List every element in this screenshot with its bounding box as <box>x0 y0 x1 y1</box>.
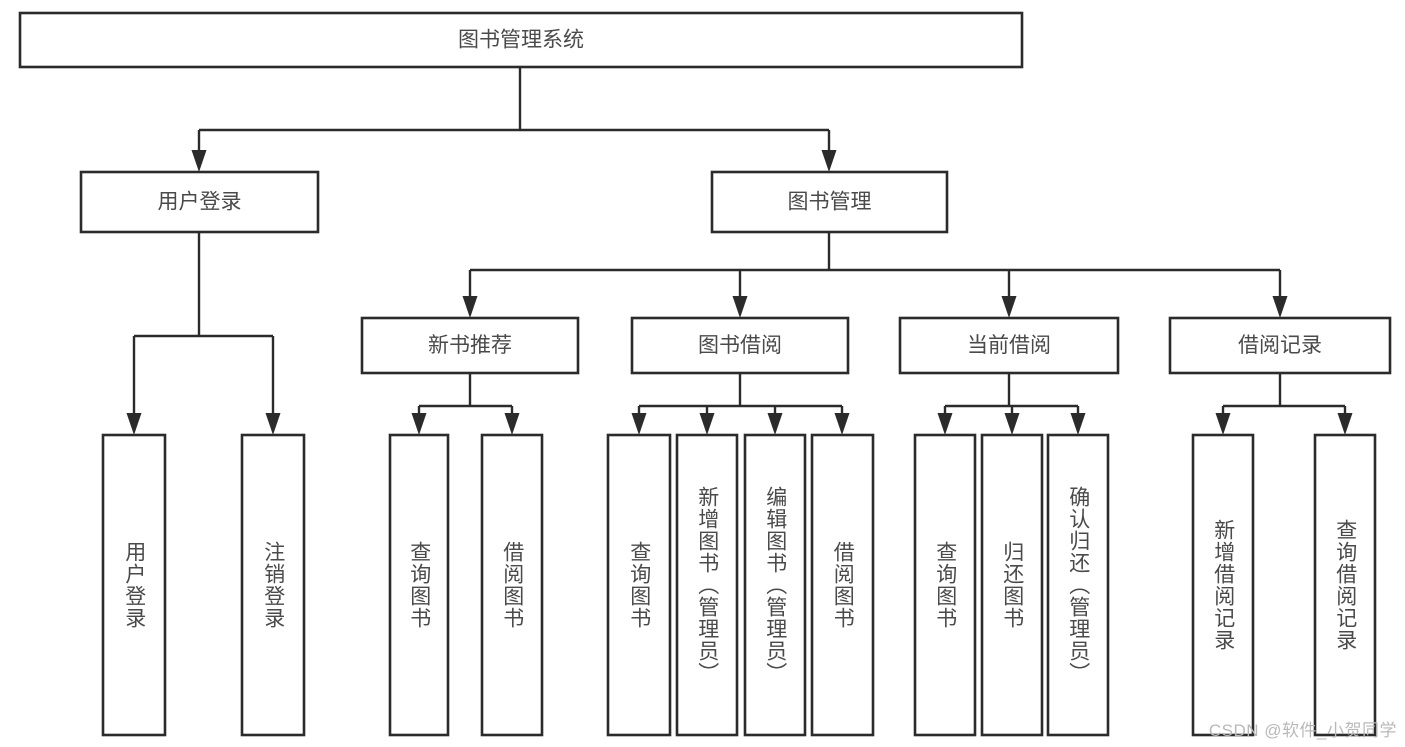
node-box-user-login[interactable] <box>79 170 320 234</box>
node-box-leaf-query-book-recommend[interactable] <box>388 433 450 737</box>
arrow-head-icon <box>631 413 647 435</box>
arrow-head-icon <box>1272 296 1288 318</box>
arrow-head-icon <box>1215 413 1231 435</box>
arrow-head-icon <box>699 413 715 435</box>
node-box-current-borrow[interactable] <box>898 316 1120 375</box>
node-box-leaf-borrow-book-recommend[interactable] <box>480 433 544 737</box>
node-label-borrow-record: 借阅记录 <box>1238 334 1322 357</box>
node-box-root[interactable] <box>18 11 1024 69</box>
node-box-layer <box>18 11 1392 737</box>
node-box-book-borrow[interactable] <box>630 316 850 375</box>
connector-layer <box>126 67 1353 435</box>
node-box-leaf-return-book[interactable] <box>980 433 1044 737</box>
connector-user-login <box>126 232 281 435</box>
arrow-head-icon <box>126 413 142 435</box>
node-box-leaf-add-book[interactable] <box>675 433 739 737</box>
node-label-current-borrow: 当前借阅 <box>967 334 1051 357</box>
node-box-leaf-logout[interactable] <box>240 433 306 737</box>
node-box-book-management[interactable] <box>710 170 949 234</box>
connector-book-management <box>462 232 1288 318</box>
arrow-head-icon <box>411 413 427 435</box>
node-label-user-login: 用户登录 <box>158 191 242 214</box>
arrow-head-icon <box>191 150 207 172</box>
arrow-head-icon <box>1070 413 1086 435</box>
arrow-head-icon <box>265 413 281 435</box>
arrow-head-icon <box>732 296 748 318</box>
connector-borrow-record <box>1215 373 1353 435</box>
node-label-book-borrow: 图书借阅 <box>698 334 782 357</box>
node-box-leaf-query-book-borrow[interactable] <box>606 433 672 737</box>
arrow-head-icon <box>767 413 783 435</box>
node-box-leaf-query-book-current[interactable] <box>913 433 977 737</box>
node-box-leaf-user-login[interactable] <box>101 433 167 737</box>
arrow-head-icon <box>504 413 520 435</box>
node-box-leaf-borrow-book[interactable] <box>810 433 875 737</box>
connector-root <box>191 67 837 172</box>
connector-current-borrow <box>937 373 1086 435</box>
node-box-leaf-add-borrow-record[interactable] <box>1191 433 1255 737</box>
csdn-watermark: CSDN @软件_小贺同学 <box>1208 721 1397 740</box>
node-label-book-management: 图书管理 <box>788 191 872 214</box>
node-label-new-book-recommend: 新书推荐 <box>428 334 512 357</box>
node-box-leaf-edit-book[interactable] <box>743 433 807 737</box>
node-box-leaf-confirm-return[interactable] <box>1046 433 1110 737</box>
connector-book-borrow <box>631 373 850 435</box>
arrow-head-icon <box>1337 413 1353 435</box>
node-box-borrow-record[interactable] <box>1168 316 1392 375</box>
arrow-head-icon <box>462 296 478 318</box>
arrow-head-icon <box>821 150 837 172</box>
node-box-new-book-recommend[interactable] <box>360 316 580 375</box>
arrow-head-icon <box>834 413 850 435</box>
arrow-head-icon <box>1001 296 1017 318</box>
arrow-head-icon <box>937 413 953 435</box>
arrow-head-icon <box>1004 413 1020 435</box>
connector-new-book-recommend <box>411 373 520 435</box>
node-box-leaf-query-borrow-record[interactable] <box>1313 433 1377 737</box>
node-label-root: 图书管理系统 <box>458 29 584 52</box>
